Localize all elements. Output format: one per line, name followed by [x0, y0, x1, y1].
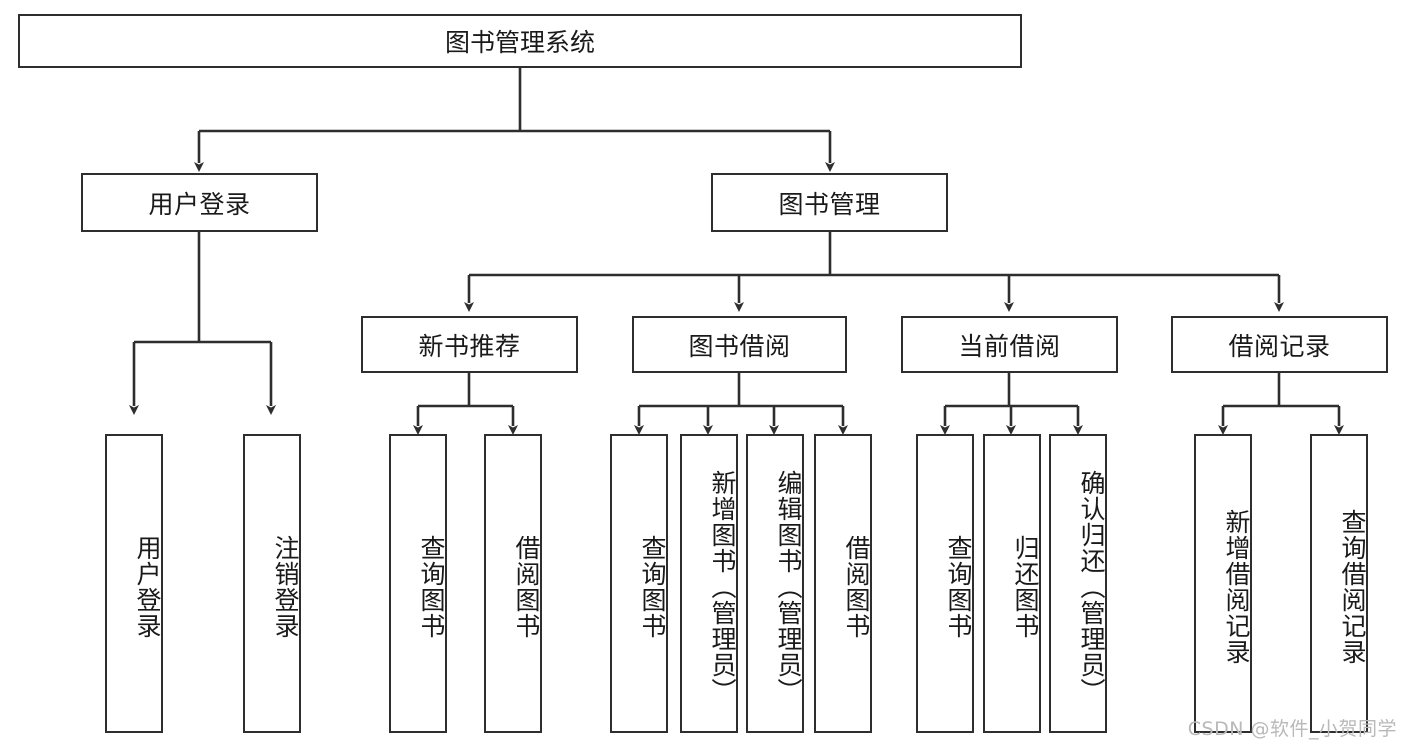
csdn-watermark: CSDN @软件_小贺同学 [1187, 718, 1397, 740]
node-label: 查询图书 [417, 534, 446, 639]
node-label: 注销登录 [271, 534, 300, 639]
node-leaf-borrow-books-recommend[interactable]: 借阅图书 [484, 434, 542, 733]
node-label: 编辑图书（管理员） [774, 469, 803, 704]
node-label: 查询借阅记录 [1338, 508, 1367, 665]
node-leaf-borrow-books[interactable]: 借阅图书 [814, 434, 872, 733]
node-leaf-confirm-return-admin[interactable]: 确认归还（管理员） [1049, 434, 1107, 733]
node-book-management[interactable]: 图书管理 [711, 173, 948, 232]
node-leaf-add-book-admin[interactable]: 新增图书（管理员） [680, 434, 738, 733]
node-label: 新增借阅记录 [1222, 508, 1251, 665]
node-label: 借阅图书 [842, 534, 871, 639]
node-label: 新增图书（管理员） [708, 469, 737, 704]
node-leaf-query-books-recommend[interactable]: 查询图书 [389, 434, 447, 733]
node-leaf-edit-book-admin[interactable]: 编辑图书（管理员） [746, 434, 804, 733]
node-label: 新书推荐 [418, 331, 521, 361]
node-label: 借阅记录 [1228, 331, 1331, 361]
node-label: 确认归还（管理员） [1077, 469, 1106, 704]
node-label: 查询图书 [944, 534, 973, 639]
node-leaf-query-books-current[interactable]: 查询图书 [916, 434, 974, 733]
node-leaf-user-login[interactable]: 用户登录 [105, 434, 163, 733]
node-leaf-return-books[interactable]: 归还图书 [983, 434, 1041, 733]
node-label: 图书管理 [778, 189, 881, 219]
node-label: 借阅图书 [512, 534, 541, 639]
node-label: 用户登录 [148, 189, 251, 219]
node-label: 归还图书 [1011, 534, 1040, 639]
node-root-system[interactable]: 图书管理系统 [18, 14, 1022, 68]
node-book-borrow[interactable]: 图书借阅 [632, 316, 847, 373]
node-label: 图书管理系统 [444, 28, 595, 57]
node-leaf-query-borrow-record[interactable]: 查询借阅记录 [1310, 434, 1368, 733]
node-current-borrow[interactable]: 当前借阅 [901, 316, 1118, 373]
node-leaf-query-books-borrow[interactable]: 查询图书 [610, 434, 668, 733]
node-label: 查询图书 [638, 534, 667, 639]
node-new-book-recommend[interactable]: 新书推荐 [361, 316, 578, 373]
node-label: 用户登录 [133, 534, 162, 639]
node-user-login[interactable]: 用户登录 [81, 173, 318, 232]
node-label: 图书借阅 [688, 331, 791, 361]
node-label: 当前借阅 [958, 331, 1061, 361]
node-leaf-logout[interactable]: 注销登录 [243, 434, 301, 733]
node-borrow-records[interactable]: 借阅记录 [1171, 316, 1388, 373]
node-leaf-add-borrow-record[interactable]: 新增借阅记录 [1194, 434, 1252, 733]
